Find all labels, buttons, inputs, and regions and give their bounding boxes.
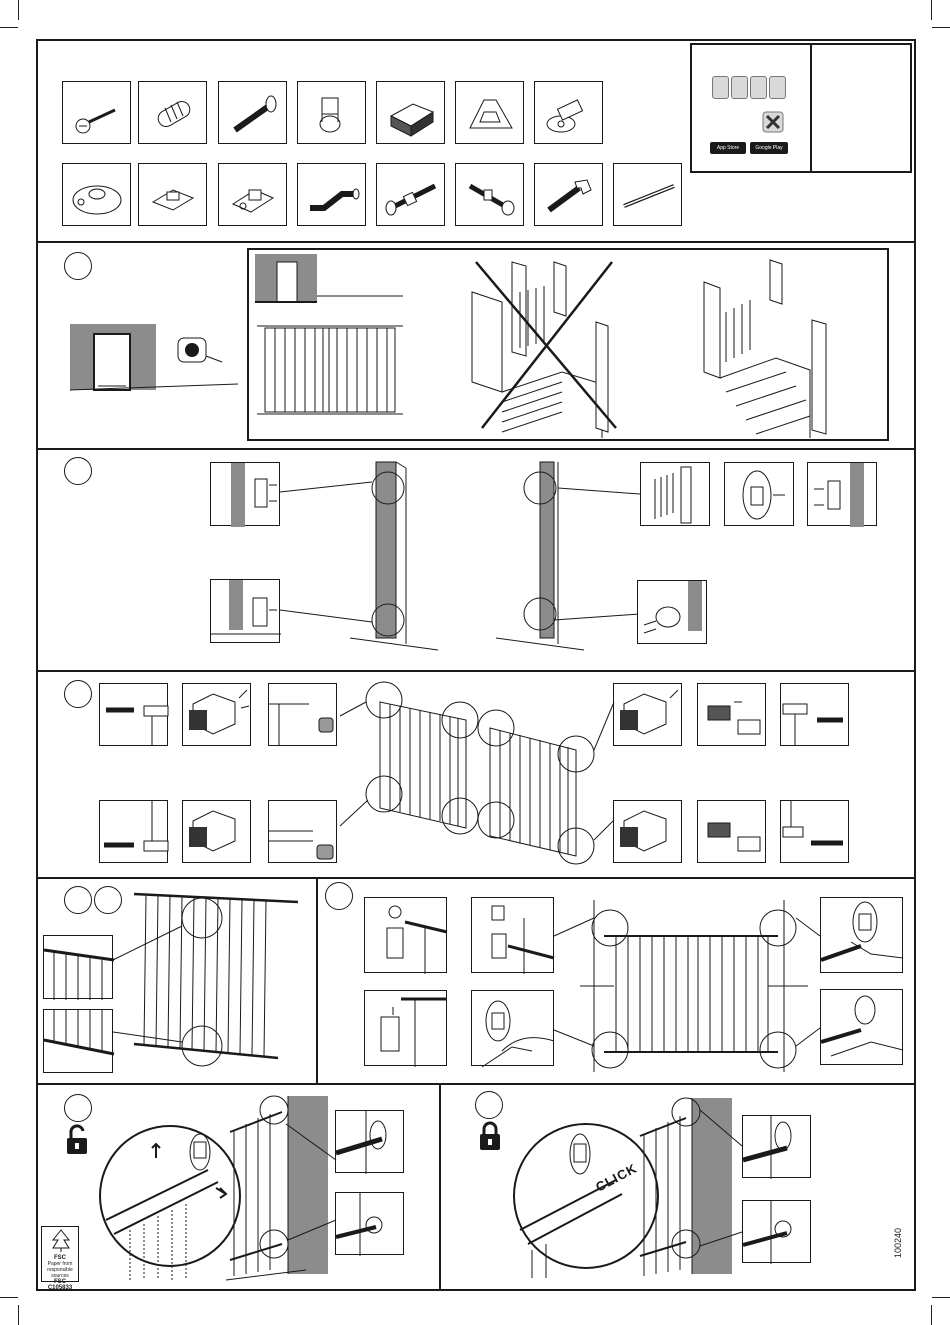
crop-mark xyxy=(931,1305,932,1325)
crop-mark xyxy=(18,1305,19,1325)
document-number: 100240 xyxy=(893,1228,903,1258)
